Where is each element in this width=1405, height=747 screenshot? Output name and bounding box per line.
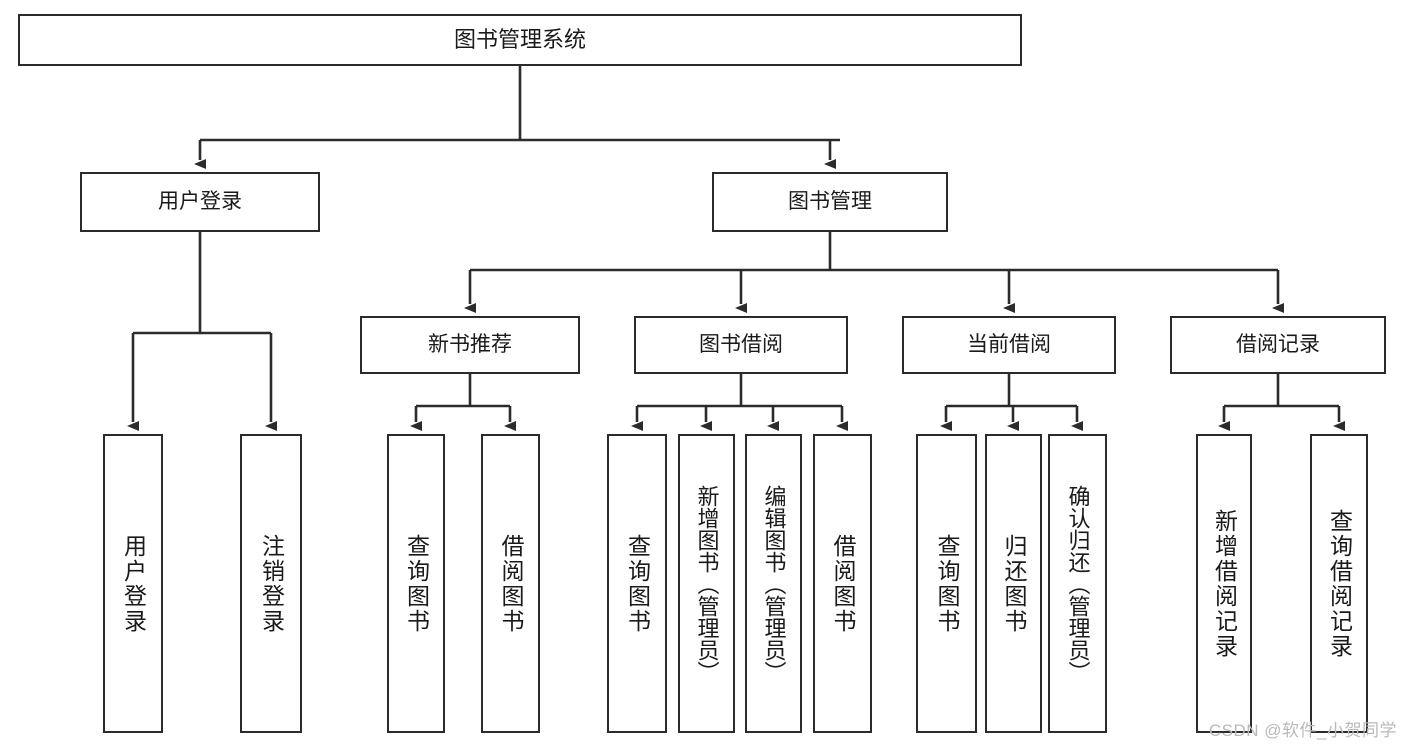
node-leaf-edit-book[interactable]: 编辑图书（管理员） (745, 434, 802, 733)
node-leaf-query-record-label: 查询借阅记录 (1326, 508, 1353, 659)
node-leaf-borrow-book-2[interactable]: 借阅图书 (813, 434, 872, 733)
node-leaf-query-book-1[interactable]: 查询图书 (387, 434, 445, 733)
node-leaf-query-book-3[interactable]: 查询图书 (916, 434, 977, 733)
node-root-label: 图书管理系统 (453, 27, 586, 53)
node-leaf-confirm-return-label: 确认归还（管理员） (1065, 484, 1091, 683)
node-leaf-edit-book-label: 编辑图书（管理员） (761, 484, 787, 683)
node-leaf-query-record[interactable]: 查询借阅记录 (1310, 434, 1368, 733)
node-leaf-return-book[interactable]: 归还图书 (985, 434, 1042, 733)
node-leaf-add-book[interactable]: 新增图书（管理员） (678, 434, 735, 733)
node-leaf-add-record-label: 新增借阅记录 (1211, 508, 1238, 659)
node-leaf-user-login-label: 用户登录 (120, 533, 147, 634)
node-leaf-logout[interactable]: 注销登录 (240, 434, 302, 733)
node-leaf-borrow-book-1[interactable]: 借阅图书 (481, 434, 540, 733)
node-leaf-query-book-2-label: 查询图书 (624, 533, 651, 634)
node-root[interactable]: 图书管理系统 (18, 14, 1022, 66)
node-borrow-record[interactable]: 借阅记录 (1170, 316, 1386, 374)
node-leaf-return-book-label: 归还图书 (1001, 533, 1027, 634)
node-leaf-query-book-1-label: 查询图书 (403, 533, 430, 634)
node-new-book-recommend[interactable]: 新书推荐 (360, 316, 580, 374)
node-leaf-user-login[interactable]: 用户登录 (103, 434, 163, 733)
node-user-login[interactable]: 用户登录 (80, 172, 320, 232)
node-leaf-confirm-return[interactable]: 确认归还（管理员） (1048, 434, 1107, 733)
node-leaf-query-book-2[interactable]: 查询图书 (607, 434, 667, 733)
node-leaf-borrow-book-1-label: 借阅图书 (498, 533, 524, 634)
node-leaf-borrow-book-2-label: 借阅图书 (830, 533, 856, 634)
node-book-borrow-label: 图书借阅 (699, 332, 783, 356)
node-book-manage-label: 图书管理 (788, 189, 872, 213)
node-current-borrow-label: 当前借阅 (967, 332, 1051, 356)
node-borrow-record-label: 借阅记录 (1236, 332, 1320, 356)
node-leaf-query-book-3-label: 查询图书 (934, 533, 960, 634)
node-book-manage[interactable]: 图书管理 (712, 172, 948, 232)
watermark-text: CSDN @软件_小贺同学 (1208, 721, 1397, 740)
node-user-login-label: 用户登录 (158, 189, 242, 213)
node-book-borrow[interactable]: 图书借阅 (634, 316, 848, 374)
node-current-borrow[interactable]: 当前借阅 (902, 316, 1116, 374)
node-new-book-recommend-label: 新书推荐 (428, 332, 512, 356)
node-leaf-logout-label: 注销登录 (258, 533, 285, 634)
node-leaf-add-record[interactable]: 新增借阅记录 (1196, 434, 1252, 733)
node-leaf-add-book-label: 新增图书（管理员） (694, 484, 720, 683)
